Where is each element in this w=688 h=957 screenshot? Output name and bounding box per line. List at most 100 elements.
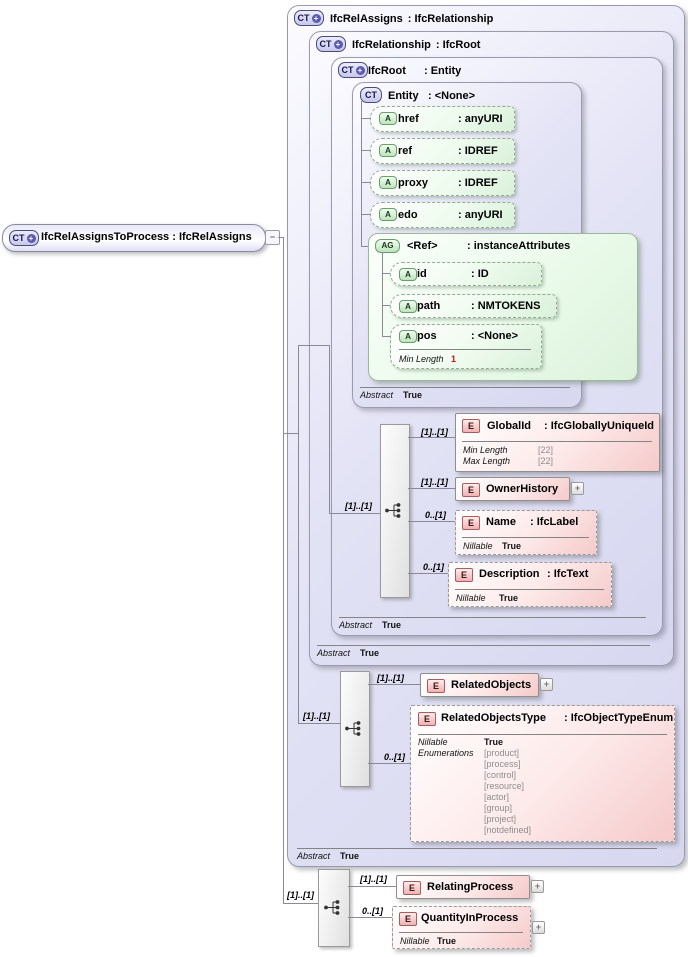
attribute-name: edo [398,209,418,221]
enum-value: [product] [484,748,520,758]
ifcroot-abstract-label: Abstract [339,620,373,630]
cardinality-ifcroot-sequence: [1]..[1] [345,501,372,511]
max-length-label: Max Length [463,456,511,466]
connector [299,345,330,346]
attribute-group-icon: AG [375,239,400,253]
element-name[interactable]: E Name : IfcLabel Nillable True [455,510,597,555]
connector [298,345,299,724]
element-name-text: Description [479,568,540,580]
attribute-name: id [417,268,427,280]
enum-value: [group] [484,803,513,813]
element-globalid[interactable]: E GlobalId : IfcGloballyUniqueId Min Len… [455,413,660,472]
connector [382,336,390,337]
attribute-id[interactable]: A id : ID [390,262,542,286]
cardinality-ownerhistory: [1]..[1] [421,477,448,487]
element-name: GlobalId [487,420,531,432]
expand-button[interactable]: + [531,880,544,893]
ifcrelationship-abstract-value: True [360,648,380,658]
divider [360,387,570,388]
attribute-proxy[interactable]: A proxy : IDREF [370,170,515,196]
attribute-ref[interactable]: A ref : IDREF [370,138,515,164]
connector [361,118,370,119]
attribute-type: : NMTOKENS [471,300,541,312]
element-icon: E [462,516,480,530]
connector [408,488,455,489]
connector [361,182,370,183]
attribute-icon: A [399,300,417,313]
attribute-pos[interactable]: A pos : <None> Min Length 1 [390,324,542,369]
complex-type-icon[interactable]: CT+ [338,62,368,78]
element-name: OwnerHistory [486,483,559,495]
ifcrelassigns-abstract-label: Abstract [297,851,331,861]
connector [361,101,362,247]
element-type: : IfcText [547,568,589,580]
cardinality-relatedobjects: [1]..[1] [377,673,404,683]
attribute-type: : ID [471,268,489,280]
connector [283,903,318,904]
attribute-type: : anyURI [458,209,503,221]
divider [339,617,646,618]
element-relatedobjectstype[interactable]: E RelatedObjectsType : IfcObjectTypeEnum… [410,705,675,842]
divider [462,537,589,538]
cardinality-relatingprocess: [1]..[1] [360,874,387,884]
connector [382,273,390,274]
root-element-node[interactable] [2,224,266,252]
box-ifcroot-title: IfcRoot [368,65,406,77]
sequence-icon [345,721,361,736]
connector [329,346,330,514]
nillable-label: Nillable [400,936,430,946]
expand-button[interactable]: + [571,482,584,495]
connector [361,246,368,247]
connector [278,237,284,238]
element-relatedobjects[interactable]: E RelatedObjects [420,673,539,697]
expand-button[interactable]: + [540,678,553,691]
attribute-name: path [417,300,441,312]
box-entity-type: : <None> [428,90,476,102]
nillable-value: True [502,541,522,551]
attribute-icon: A [399,330,417,343]
ref-group-name: <Ref> [407,240,438,252]
cardinality-description: 0..[1] [423,562,445,572]
min-length-label: Min Length [399,354,444,364]
element-description[interactable]: E Description : IfcText Nillable True [448,562,612,607]
entity-abstract-value: True [403,390,423,400]
attribute-icon: A [379,112,397,125]
nillable-value: True [499,593,519,603]
connector [361,214,370,215]
connector [382,305,390,306]
complex-type-icon[interactable]: CT+ [316,36,346,52]
element-icon: E [462,483,480,497]
min-length-value: [22] [538,445,554,455]
attribute-icon: A [379,144,397,157]
enum-value: [actor] [484,792,510,802]
connector [284,433,299,434]
root-element-label: IfcRelAssignsToProcess : IfcRelAssigns [41,231,252,243]
max-length-value: [22] [538,456,554,466]
complex-type-icon[interactable]: CT+ [294,10,324,26]
complex-type-icon[interactable]: CT [360,87,382,103]
connector [283,237,284,904]
connector [382,252,383,337]
connector [408,521,455,522]
box-entity-title: Entity [388,90,419,102]
entity-abstract-label: Abstract [360,390,394,400]
nillable-value: True [437,936,457,946]
element-quantityinprocess[interactable]: E QuantityInProcess Nillable True [392,906,531,949]
complex-type-icon[interactable]: CT+ [9,230,39,246]
ifcroot-abstract-value: True [382,620,402,630]
attribute-href[interactable]: A href : anyURI [370,106,515,132]
attribute-path[interactable]: A path : NMTOKENS [390,294,557,318]
expand-plus-icon: + [311,13,321,23]
element-icon: E [403,881,421,895]
connector [408,437,455,438]
element-relatingprocess[interactable]: E RelatingProcess [396,875,530,899]
attribute-edo[interactable]: A edo : anyURI [370,202,515,228]
element-ownerhistory[interactable]: E OwnerHistory [455,477,570,501]
element-name-text: Name [486,516,516,528]
enum-value: [process] [484,759,521,769]
expand-button[interactable]: + [532,921,545,934]
attribute-name: proxy [398,177,428,189]
cardinality-process-sequence: [1]..[1] [287,890,314,900]
divider [399,349,531,350]
